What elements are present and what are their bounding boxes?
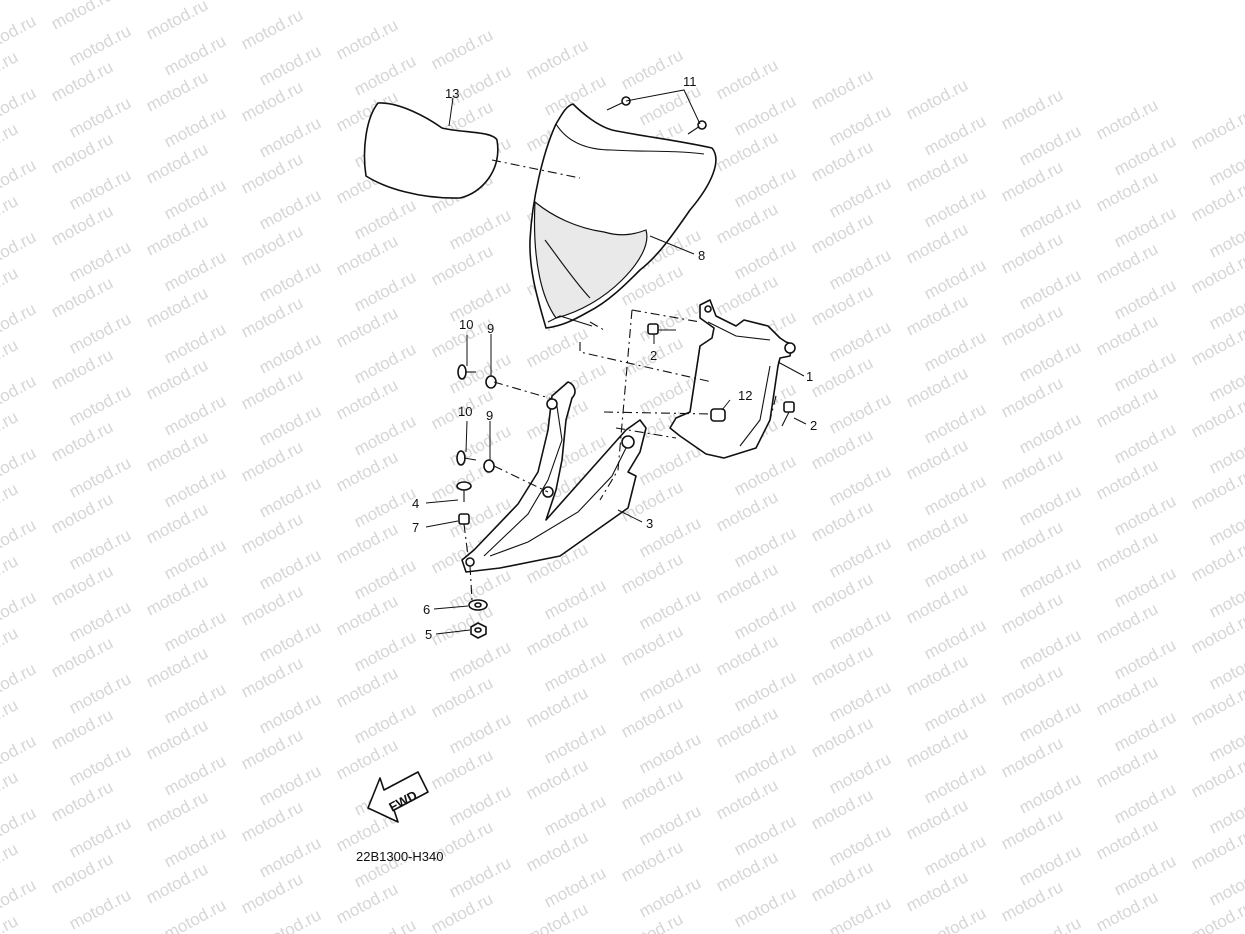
part-13-decal	[363, 102, 499, 199]
watermark-text: motod.ru	[0, 551, 21, 599]
watermark-text: motod.ru	[731, 883, 799, 931]
part-2-bolt-b	[781, 401, 795, 427]
callout-11: 11	[683, 74, 697, 89]
callout-6: 6	[423, 602, 430, 617]
watermark-text: motod.ru	[0, 623, 21, 671]
callout-10b: 10	[458, 404, 472, 419]
part-5-nut	[470, 622, 487, 639]
watermark-text: motod.ru	[998, 85, 1066, 133]
watermark-text: motod.ru	[66, 885, 134, 933]
watermark-text: motod.ru	[1093, 95, 1161, 143]
watermark-text: motod.ru	[0, 695, 21, 743]
callout-9a: 9	[487, 321, 494, 336]
watermark-text: motod.ru	[713, 55, 781, 103]
part-6-washer	[468, 599, 488, 611]
watermark-text: motod.ru	[903, 75, 971, 123]
callout-4: 4	[412, 496, 419, 511]
watermark-text: motod.ru	[618, 45, 686, 93]
diagram-code: 22B1300-H340	[356, 849, 443, 864]
leader-lines	[425, 89, 807, 635]
watermark-text: motod.ru	[48, 0, 116, 34]
watermark-text: motod.ru	[0, 119, 21, 167]
watermark-text: motod.ru	[161, 895, 229, 934]
watermark-text: motod.ru	[238, 5, 306, 53]
callout-2a: 2	[650, 348, 657, 363]
part-2-bolt-a	[647, 323, 676, 335]
watermark-text: motod.ru	[0, 47, 21, 95]
watermark-text: motod.ru	[0, 407, 21, 455]
part-10-screw-a	[457, 364, 476, 380]
watermark-text: motod.ru	[351, 915, 419, 934]
callout-9b: 9	[486, 408, 493, 423]
callout-12: 12	[738, 388, 752, 403]
part-4-bolt	[456, 481, 472, 502]
part-10-screw-b	[456, 450, 477, 466]
watermark-text: motod.ru	[523, 35, 591, 83]
watermark-text: motod.ru	[0, 263, 21, 311]
part-11-screw-b	[687, 120, 707, 135]
watermark-text: motod.ru	[0, 839, 21, 887]
callout-5: 5	[425, 627, 432, 642]
callout-10a: 10	[459, 317, 473, 332]
callout-13: 13	[445, 86, 459, 101]
part-7-collar	[458, 513, 470, 525]
watermark-text: motod.ru	[428, 25, 496, 73]
callout-labels: 13 11 8 1 2 12 2 3 10 9 10 9 4 7 6 5	[412, 74, 817, 642]
callout-3: 3	[646, 516, 653, 531]
watermark-text: motod.ru	[333, 15, 401, 63]
callout-7: 7	[412, 520, 419, 535]
watermark-text: motod.ru	[921, 903, 989, 934]
callout-8: 8	[698, 248, 705, 263]
watermark-text: motod.ru	[0, 335, 21, 383]
callout-1: 1	[806, 369, 813, 384]
watermark-text: motod.ru	[0, 191, 21, 239]
part-9-washer-b	[483, 459, 495, 473]
watermark-text: motod.ru	[143, 0, 211, 44]
watermark-text: motod.ru	[1016, 913, 1084, 934]
callout-2b: 2	[810, 418, 817, 433]
watermark-text: motod.ru	[256, 905, 324, 934]
part-11-screw-a	[606, 96, 631, 111]
watermark-text: motod.ru	[0, 767, 21, 815]
part-12-grommet	[710, 408, 726, 422]
watermark-text: motod.ru	[826, 893, 894, 934]
assembly-lines	[463, 159, 777, 601]
watermark-text: motod.ru	[1188, 105, 1245, 153]
part-8-headlight-cowl	[529, 103, 717, 329]
watermark-text: motod.ru	[0, 479, 21, 527]
watermark-text: motod.ru	[808, 65, 876, 113]
watermark-text: motod.ru	[0, 911, 21, 934]
part-3-lower-cover	[461, 381, 647, 573]
